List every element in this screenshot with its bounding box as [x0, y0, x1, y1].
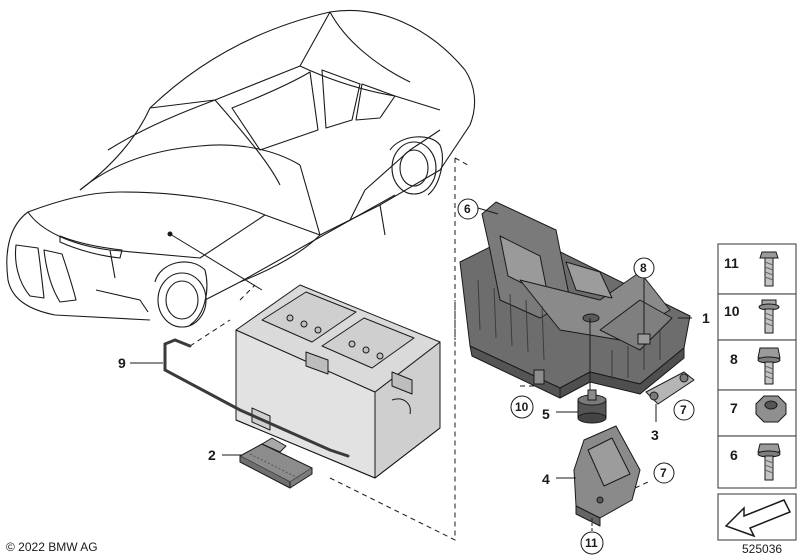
callout-7b-circle: 7 [653, 462, 675, 484]
callout-4: 4 [542, 471, 550, 487]
legend-cell-6 [717, 435, 797, 489]
part-9-bracket [163, 338, 350, 458]
callout-11-circle: 11 [580, 531, 604, 555]
battery [235, 284, 441, 479]
callout-8-circle: 8 [633, 257, 655, 279]
part-2-clamp [239, 437, 313, 489]
flange-bolt-icon [758, 299, 780, 334]
legend-num-6: 6 [730, 447, 738, 463]
part-3-plate [645, 371, 695, 422]
legend-cell-11 [717, 243, 797, 295]
part-8-bolt [637, 333, 651, 345]
diagram-id: 525036 [742, 542, 783, 556]
callout-9: 9 [118, 355, 126, 371]
callout-10: 10 [515, 400, 529, 414]
copyright-notice: © 2022 BMW AG [6, 540, 98, 554]
callout-3: 3 [651, 427, 659, 443]
legend-num-11: 11 [724, 255, 739, 271]
legend-num-7: 7 [730, 400, 738, 416]
car-leader [167, 231, 263, 291]
bolt-icon [757, 443, 781, 481]
hex-nut-icon [755, 395, 787, 423]
callout-5: 5 [542, 406, 550, 422]
callout-10-circle: 10 [510, 395, 534, 419]
tray-leaders [477, 207, 692, 392]
hex-bolt-icon [757, 347, 781, 385]
callout-1: 1 [702, 310, 710, 326]
part-1-battery-tray [459, 201, 691, 399]
callout-7a: 7 [680, 403, 687, 417]
part-10-stud [533, 369, 545, 385]
callout-7b: 7 [660, 466, 667, 480]
legend-cell-10 [717, 293, 797, 341]
callout-6-circle: 6 [457, 198, 479, 220]
callout-8: 8 [640, 261, 647, 275]
legend-cell-8 [717, 339, 797, 391]
legend-num-10: 10 [724, 303, 740, 319]
car-outline [6, 9, 476, 328]
callout-11: 11 [585, 536, 598, 550]
part-5-mount [556, 389, 607, 424]
part-4-support [556, 425, 641, 527]
callout-2: 2 [208, 447, 216, 463]
fastener-legend: 11 10 8 7 6 [717, 243, 797, 541]
callout-6: 6 [464, 202, 471, 216]
navigation-arrow-icon [724, 499, 792, 538]
legend-num-8: 8 [730, 351, 738, 367]
callout-7a-circle: 7 [673, 399, 695, 421]
bolt-icon [759, 251, 779, 287]
